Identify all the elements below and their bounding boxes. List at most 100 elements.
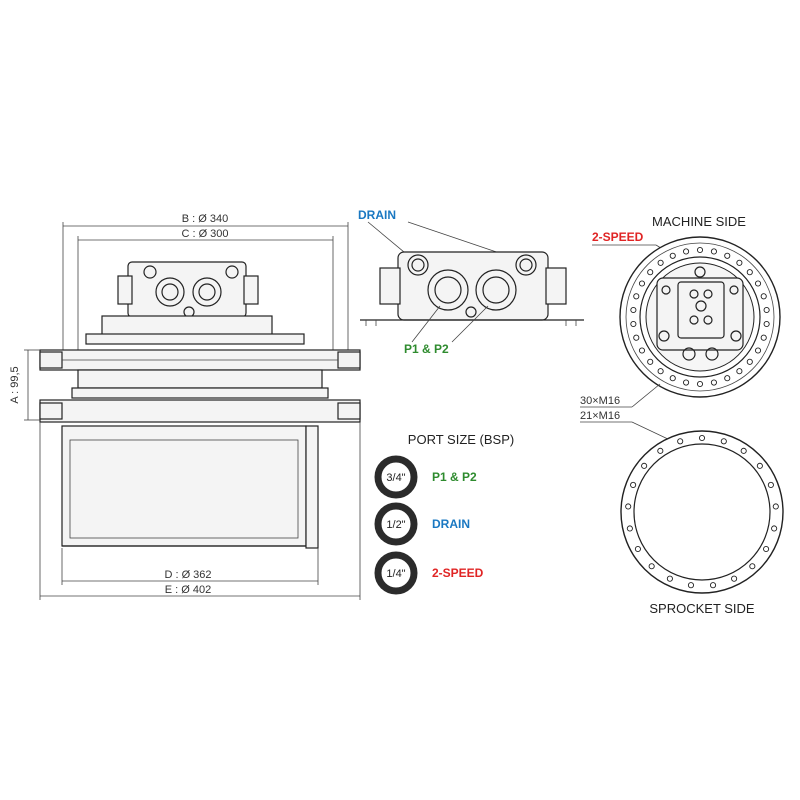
machine-bolt-hole (696, 246, 704, 254)
machine-bolt-hole (724, 252, 731, 259)
sprocket-bolt-hole (740, 447, 747, 454)
sprocket-bolt-hole (709, 582, 717, 589)
machine-side-view: MACHINE SIDE 2-SPEED 30×M16 (580, 214, 781, 408)
drain-callout: DRAIN (358, 208, 396, 222)
machine-flange-inner (639, 256, 761, 378)
port-p1-side (155, 277, 185, 307)
port-size-title: PORT SIZE (BSP) (408, 432, 514, 447)
machine-bolt-hole (647, 269, 654, 276)
sprocket-bolt-hole (677, 438, 684, 445)
legend-label-p1p2: P1 & P2 (432, 470, 477, 484)
sprocket-bolt-hole (772, 503, 779, 510)
port-block-right (545, 267, 567, 305)
port-size-legend: PORT SIZE (BSP) 3/4" P1 & P2 1/2" DRAIN … (374, 432, 514, 595)
machine-bolt-hole (657, 259, 664, 266)
valve-block (127, 261, 247, 318)
machine-bolt-hole (683, 379, 690, 386)
machine-bolt-hole (630, 320, 637, 328)
dimension-a: A : 99,5 (9, 366, 21, 403)
sprocket-side-view: 21×M16 SPROCKET SIDE (580, 410, 784, 616)
sprocket-bolt-hole (648, 563, 655, 570)
sprocket-bolt-hole (634, 545, 641, 553)
motor-collar (85, 333, 305, 345)
machine-bolt-hole (633, 334, 640, 341)
machine-bolt-hole (669, 252, 676, 259)
port-p1 (427, 269, 469, 311)
machine-bolt-hole (657, 368, 664, 375)
drain-port-right (515, 254, 537, 276)
machine-bolt-hole (630, 306, 637, 314)
bearing-section (77, 369, 323, 389)
machine-bolt-hole (638, 280, 646, 287)
sprocket-bolt-hole (626, 525, 633, 532)
legend-label-2speed: 2-SPEED (432, 566, 484, 580)
port-block (397, 251, 549, 321)
legend-label-drain: DRAIN (432, 517, 470, 531)
dimension-e: E : Ø 402 (165, 584, 211, 596)
legend-item-drain: 1/2" DRAIN (374, 502, 470, 546)
dimension-d: D : Ø 362 (164, 569, 211, 581)
legend-item-p1p2: 3/4" P1 & P2 (374, 455, 477, 499)
port-p2 (475, 269, 517, 311)
machine-bolt-hole (633, 293, 640, 300)
sprocket-bolt-hole (641, 462, 648, 469)
machine-bolt-hole (763, 320, 770, 328)
machine-bolt-hole (754, 280, 762, 287)
sprocket-flange-outer (620, 430, 784, 594)
size-1-4: 1/4" (386, 568, 405, 580)
sprocket-bolt-circle (625, 434, 779, 589)
port-p2-side (192, 277, 222, 307)
sprocket-bolt-hole (763, 545, 770, 553)
dimension-b: B : Ø 340 (182, 213, 228, 225)
machine-bolt-hole (638, 347, 646, 354)
machine-bolt-hole (683, 248, 690, 255)
machine-bolt-hole (746, 269, 753, 276)
valve-side-left (117, 275, 133, 305)
machine-bolt-hole (754, 347, 762, 354)
valve-face (677, 281, 725, 339)
sprocket-bolt-hole (687, 582, 695, 589)
motor-housing (101, 315, 273, 337)
side-view: B : Ø 340 C : Ø 300 (9, 213, 361, 600)
p1p2-callout: P1 & P2 (404, 342, 449, 356)
drain-port-left (407, 254, 429, 276)
sprocket-bolt-hole (756, 462, 763, 469)
sprocket-bolt-label: 21×M16 (580, 410, 620, 422)
size-1-2: 1/2" (386, 519, 405, 531)
size-3-4: 3/4" (386, 472, 405, 484)
machine-bolt-label: 30×M16 (580, 395, 620, 407)
sprocket-flange-inner (633, 443, 771, 581)
machine-bolt-hole (760, 293, 767, 300)
machine-bolt-hole (763, 306, 770, 314)
sprocket-bolt-hole (625, 503, 632, 510)
sprocket-bolt-hole (666, 575, 673, 582)
machine-bolt-hole (696, 380, 704, 388)
machine-bolt-hole (746, 358, 753, 365)
machine-bolt-hole (710, 379, 717, 386)
sprocket-bolt-hole (731, 575, 738, 582)
port-block-left (379, 267, 401, 305)
legend-item-2speed: 1/4" 2-SPEED (374, 551, 484, 595)
sprocket-bolt-hole (767, 481, 774, 489)
two-speed-callout: 2-SPEED (592, 230, 644, 244)
sprocket-bolt-hole (771, 525, 778, 532)
valve-side-right (243, 275, 259, 305)
machine-bolt-hole (669, 375, 676, 382)
dimension-c: C : Ø 300 (181, 228, 228, 240)
sprocket-flange (39, 399, 361, 423)
port-detail-view: DRAIN P1 & P2 (358, 208, 584, 356)
machine-bolt-hole (724, 375, 731, 382)
sprocket-bolt-hole (698, 434, 706, 442)
machine-bolt-hole (710, 248, 717, 255)
gearbox-drum (61, 425, 307, 547)
sprocket-bolt-hole (720, 438, 727, 445)
sprocket-side-title: SPROCKET SIDE (649, 601, 755, 616)
machine-bolt-hole (760, 334, 767, 341)
machine-bolt-circle (630, 246, 770, 388)
machine-bolt-hole (736, 368, 743, 375)
sprocket-bolt-hole (657, 447, 664, 454)
machine-bolt-hole (736, 259, 743, 266)
machine-bolt-hole (647, 358, 654, 365)
